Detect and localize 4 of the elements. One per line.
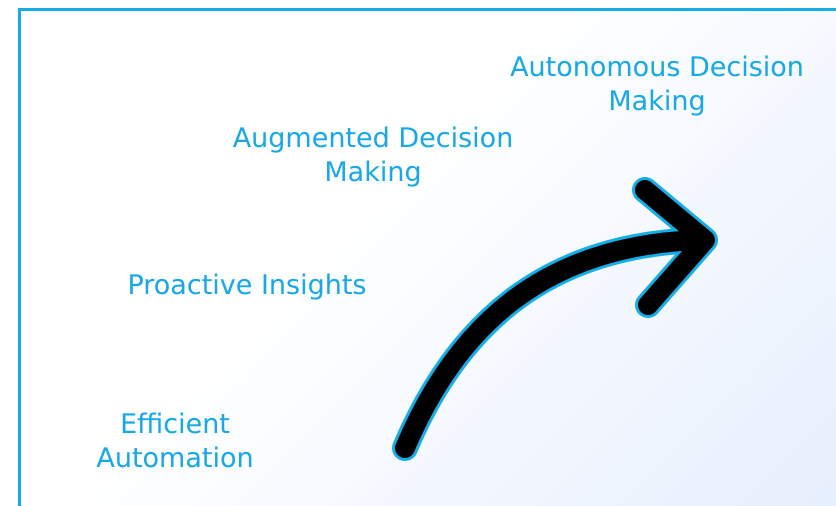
stage-label: Efficient Automation — [95, 408, 255, 476]
stage-label: Autonomous Decision Making — [509, 51, 805, 119]
stage-label: Augmented Decision Making — [232, 122, 514, 190]
stage-label: Proactive Insights — [126, 269, 368, 303]
